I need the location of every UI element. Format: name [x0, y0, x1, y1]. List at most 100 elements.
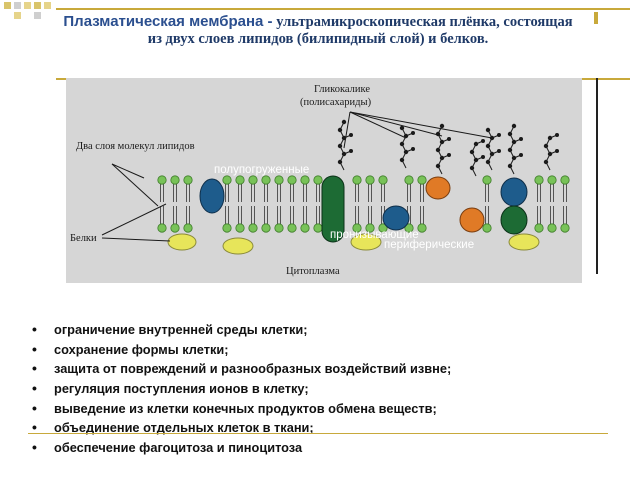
lipid-head [560, 175, 570, 185]
peripheral-protein [167, 233, 197, 251]
glycocalyx-unit [547, 135, 553, 141]
lipid-head [313, 223, 323, 233]
lipid-head [352, 175, 362, 185]
peripheral-label: периферические [384, 239, 474, 251]
glycocalyx-unit [481, 139, 485, 143]
lipid-head [313, 175, 323, 185]
semi-submerged-protein [199, 178, 225, 214]
semi-submerged-label: полупогруженные [214, 164, 309, 176]
decorative-tick [594, 12, 598, 24]
title-lead: Плазматическая мембрана - [63, 13, 273, 30]
glycocalyx-unit [447, 153, 451, 157]
pointer-lines [101, 111, 493, 242]
glycocalyx-sub-label: (полисахариды) [300, 97, 372, 108]
lipid-head [222, 175, 232, 185]
lipid-head [534, 223, 544, 233]
lipid-head [287, 223, 297, 233]
lipid-head [235, 175, 245, 185]
glycocalyx-unit [439, 123, 445, 129]
lipid-head [534, 175, 544, 185]
lipid-head [248, 175, 258, 185]
glycocalyx-unit [481, 155, 485, 159]
function-item: объединение отдельных клеток в ткани; [32, 418, 632, 438]
function-item: выведение из клетки конечных продуктов о… [32, 399, 632, 419]
glycocalyx-unit [411, 147, 415, 151]
glycocalyx-unit [485, 127, 491, 133]
lipid-head [365, 175, 375, 185]
lipid-head [417, 223, 427, 233]
membrane-proteins [167, 175, 540, 255]
glycocalyx-unit [507, 147, 513, 153]
function-item: защита от повреждений и разнообразных во… [32, 359, 632, 379]
lipid-head [287, 175, 297, 185]
right-vertical-rule [596, 78, 598, 274]
lipid-head [404, 223, 414, 233]
lipid-head [300, 223, 310, 233]
glycocalyx-unit [497, 149, 501, 153]
glycocalyx-unit [511, 123, 517, 129]
semi-submerged-protein [382, 205, 410, 231]
lipid-head [482, 223, 492, 233]
glycocalyx-unit [399, 125, 405, 131]
glycocalyx-unit [497, 133, 501, 137]
lipid-head [157, 175, 167, 185]
lipid-head [157, 223, 167, 233]
lipid-head [417, 175, 427, 185]
lipid-head [352, 223, 362, 233]
glycocalyx-unit [519, 137, 523, 141]
lipid-head [261, 223, 271, 233]
glycocalyx-unit [555, 149, 559, 153]
penetrating-label: пронизывающие [330, 229, 419, 241]
function-item: сохранение формы клетки; [32, 340, 632, 360]
glycocalyx-unit [341, 119, 347, 125]
lipid-head [248, 223, 258, 233]
lipid-head [235, 223, 245, 233]
lipid-head [183, 175, 193, 185]
glycocalyx-unit [447, 137, 451, 141]
function-item: обеспечение фагоцитоза и пиноцитоза [32, 438, 632, 458]
lipid-head [261, 175, 271, 185]
lipid-head [547, 223, 557, 233]
lipid-head [300, 175, 310, 185]
glycocalyx-chains [337, 119, 559, 177]
lipid-head [547, 175, 557, 185]
decorative-squares-icon [4, 2, 51, 19]
penetrating-protein-bottom [500, 205, 528, 235]
membrane-diagram: Гликокалике (полисахариды) Два слоя моле… [66, 78, 582, 283]
glycocalyx-label: Гликокалике [314, 84, 370, 95]
penetrating-protein-top [500, 177, 528, 207]
title-rest: ультрамикроскопическая плёнка, состоящая… [147, 14, 573, 47]
semi-submerged-protein [425, 176, 451, 200]
decorative-bottom-line [28, 433, 608, 434]
glycocalyx-unit [349, 133, 353, 137]
lipid-layers-label: Два слоя молекул липидов [76, 141, 195, 152]
lipid-head [274, 175, 284, 185]
lipid-head [404, 175, 414, 185]
lipid-heads [157, 175, 570, 233]
glycocalyx-unit [507, 131, 513, 137]
peripheral-protein [350, 233, 382, 251]
decorative-top-line [56, 8, 630, 10]
semi-submerged-protein [459, 207, 485, 233]
lipid-head [365, 223, 375, 233]
cytoplasm-label: Цитоплазма [286, 266, 340, 277]
peripheral-protein [508, 233, 540, 251]
slide-title: Плазматическая мембрана - ультрамикроско… [58, 13, 578, 48]
lipid-head [378, 175, 388, 185]
lipid-head [170, 223, 180, 233]
peripheral-protein [222, 237, 254, 255]
glycocalyx-unit [507, 163, 513, 169]
glycocalyx-unit [349, 149, 353, 153]
penetrating-protein [321, 175, 345, 243]
functions-list: ограничение внутренней среды клетки; сох… [32, 320, 632, 458]
lipid-head [274, 223, 284, 233]
proteins-label: Белки [70, 233, 97, 244]
glycocalyx-unit [555, 133, 559, 137]
lipid-head [378, 223, 388, 233]
lipid-head [560, 223, 570, 233]
function-item: регуляция поступления ионов в клетку; [32, 379, 632, 399]
glycocalyx-unit [519, 153, 523, 157]
lipid-head [482, 175, 492, 185]
function-item: ограничение внутренней среды клетки; [32, 320, 632, 340]
lipid-head [183, 223, 193, 233]
